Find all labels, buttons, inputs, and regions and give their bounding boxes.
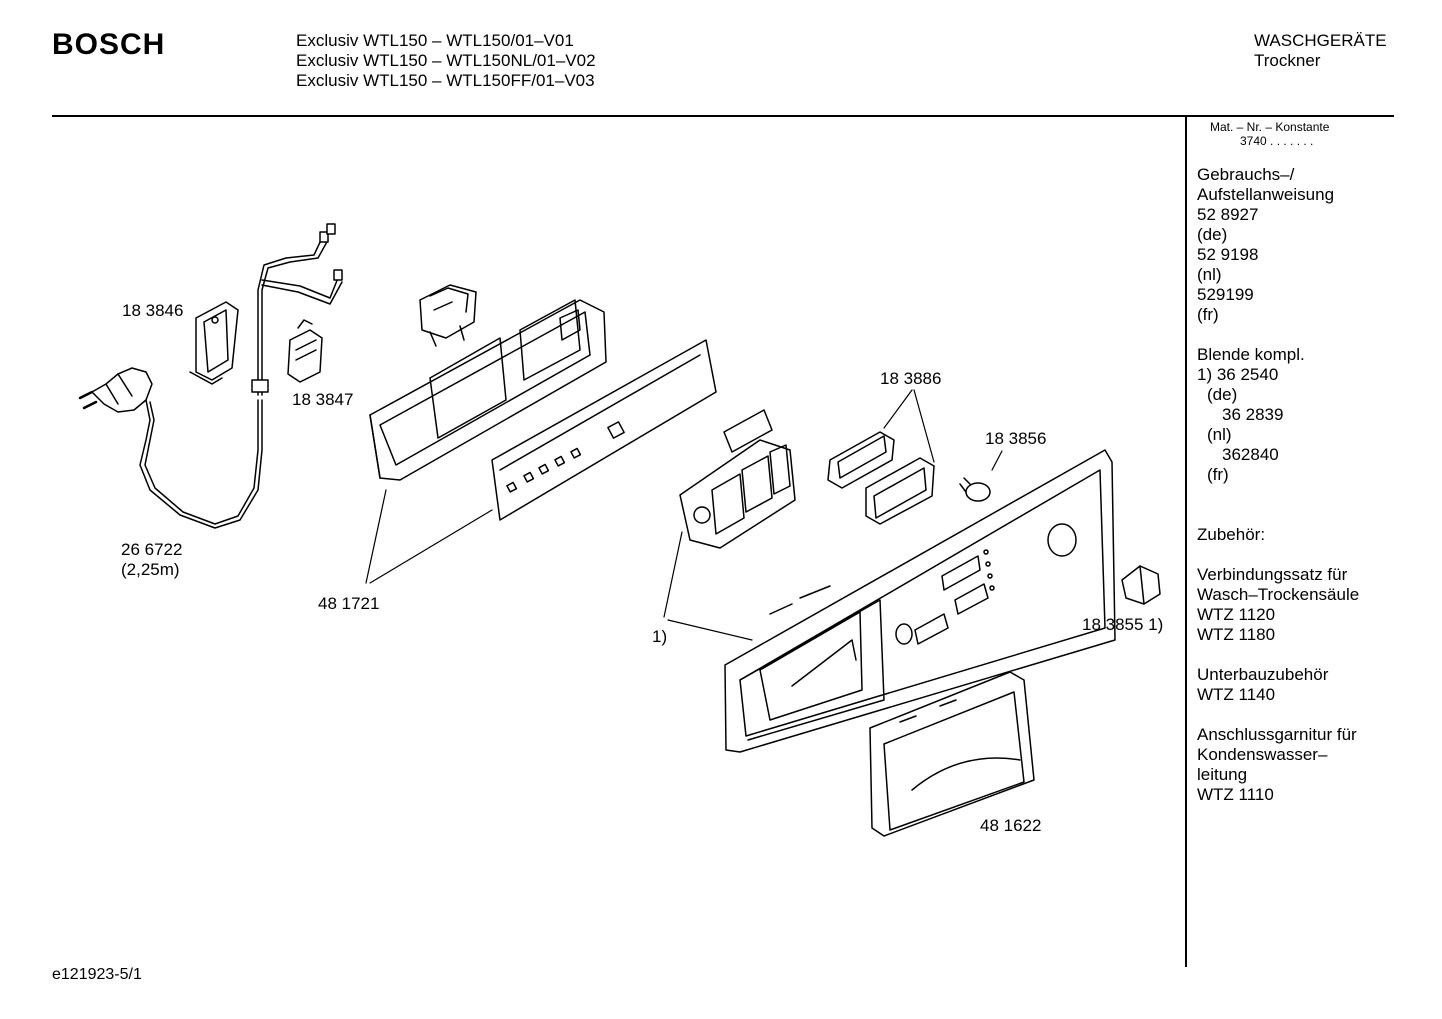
manual-item: (de) xyxy=(1197,225,1228,244)
material-number-label: Mat. – Nr. – Konstante xyxy=(1210,120,1330,134)
drain-code: WTZ 1110 xyxy=(1197,785,1274,804)
connect-kit-line: Wasch–Trockensäule xyxy=(1197,585,1360,604)
panel-item: 36 2839 xyxy=(1222,405,1284,424)
manual-item: 52 9198 xyxy=(1197,245,1259,264)
part-label-183855: 18 3855 1) xyxy=(1082,615,1164,634)
category-title: WASCHGERÄTE xyxy=(1254,31,1387,50)
manual-item: (nl) xyxy=(1197,265,1222,284)
wire-harness-icon xyxy=(251,223,343,396)
part-label-183846: 18 3846 xyxy=(122,301,184,320)
frame-481721-icon xyxy=(369,299,607,481)
category-block: WASCHGERÄTE Trockner xyxy=(1254,31,1387,71)
knob-183856-icon xyxy=(959,477,991,502)
exploded-parts-drawing xyxy=(78,223,1161,837)
panel-item: (nl) xyxy=(1207,425,1232,444)
manual-title-line: Gebrauchs–/ xyxy=(1197,165,1295,184)
panel-item: 362840 xyxy=(1222,445,1279,464)
manual-item: 529199 xyxy=(1197,285,1254,304)
manual-block: Gebrauchs–/ Aufstellanweisung 52 8927 (d… xyxy=(1197,165,1359,325)
panel-item: (de) xyxy=(1207,385,1238,404)
led-part-183886-icon xyxy=(827,431,935,525)
drawing-code: e121923-5/1 xyxy=(52,966,142,983)
connect-kit-code: WTZ 1120 xyxy=(1197,605,1276,624)
underbuild-code: WTZ 1140 xyxy=(1197,685,1276,704)
panel-title: Blende kompl. xyxy=(1197,345,1305,364)
switch-part-icon xyxy=(419,284,477,347)
model-list: Exclusiv WTL150 – WTL150/01–V01 Exclusiv… xyxy=(296,31,596,91)
knob-183855-icon xyxy=(1121,565,1161,605)
plate-481721-icon xyxy=(491,339,717,521)
button-module-icon xyxy=(679,409,796,549)
material-number-value: 3740 . . . . . . . xyxy=(1210,134,1329,148)
door-481622-icon xyxy=(869,671,1035,837)
part-label-183856: 18 3856 xyxy=(985,429,1047,448)
model-line: Exclusiv WTL150 – WTL150NL/01–V02 xyxy=(296,51,596,70)
model-line: Exclusiv WTL150 – WTL150/01–V01 xyxy=(296,31,574,50)
material-number-code: 3740 xyxy=(1240,134,1267,148)
connector-183847-icon xyxy=(287,319,323,383)
part-label-481622: 48 1622 xyxy=(980,816,1042,835)
connect-kit-code: WTZ 1180 xyxy=(1197,625,1276,644)
panel-item: (fr) xyxy=(1207,465,1229,484)
underbuild-title: Unterbauzubehör xyxy=(1197,665,1329,684)
sidebar-divider xyxy=(1185,117,1187,967)
front-panel-icon xyxy=(724,449,1116,753)
panel-first: 1) 36 2540 xyxy=(1197,365,1279,384)
drain-line: Kondenswasser– xyxy=(1197,745,1328,764)
drain-line: leitung xyxy=(1197,765,1248,784)
material-number-dots: . . . . . . . xyxy=(1270,134,1314,148)
material-number-block: Mat. – Nr. – Konstante 3740 . . . . . . … xyxy=(1210,120,1329,148)
part-label-266722: 26 6722 xyxy=(121,540,183,559)
underbuild-block: Unterbauzubehör WTZ 1140 xyxy=(1197,665,1359,705)
panel-block: Blende kompl. 1) 36 2540 (de) 36 2839 (n… xyxy=(1197,345,1359,485)
connect-kit-line: Verbindungssatz für xyxy=(1197,565,1348,584)
header-divider xyxy=(52,115,1394,117)
bracket-183846-icon xyxy=(189,301,239,385)
part-label-183886: 18 3886 xyxy=(880,369,942,388)
part-label-481721: 48 1721 xyxy=(318,594,380,613)
leader-lines xyxy=(365,389,1003,641)
part-label-266722-length: (2,25m) xyxy=(121,560,180,579)
manual-item: (fr) xyxy=(1197,305,1219,324)
brand-logo: BOSCH xyxy=(52,28,166,61)
model-line: Exclusiv WTL150 – WTL150FF/01–V03 xyxy=(296,71,595,90)
connect-kit-block: Verbindungssatz für Wasch–Trockensäule W… xyxy=(1197,565,1359,645)
drain-line: Anschlussgarnitur für xyxy=(1197,725,1357,744)
manual-title-line: Aufstellanweisung xyxy=(1197,185,1335,204)
part-label-183847: 18 3847 xyxy=(292,390,354,409)
sidebar-notes: Gebrauchs–/ Aufstellanweisung 52 8927 (d… xyxy=(1197,165,1359,825)
part-label-ref1: 1) xyxy=(652,627,668,646)
category-subtitle: Trockner xyxy=(1254,51,1321,70)
accessories-title: Zubehör: xyxy=(1197,525,1266,544)
power-cord-icon xyxy=(78,367,263,529)
drain-block: Anschlussgarnitur für Kondenswasser– lei… xyxy=(1197,725,1359,805)
manual-item: 52 8927 xyxy=(1197,205,1259,224)
